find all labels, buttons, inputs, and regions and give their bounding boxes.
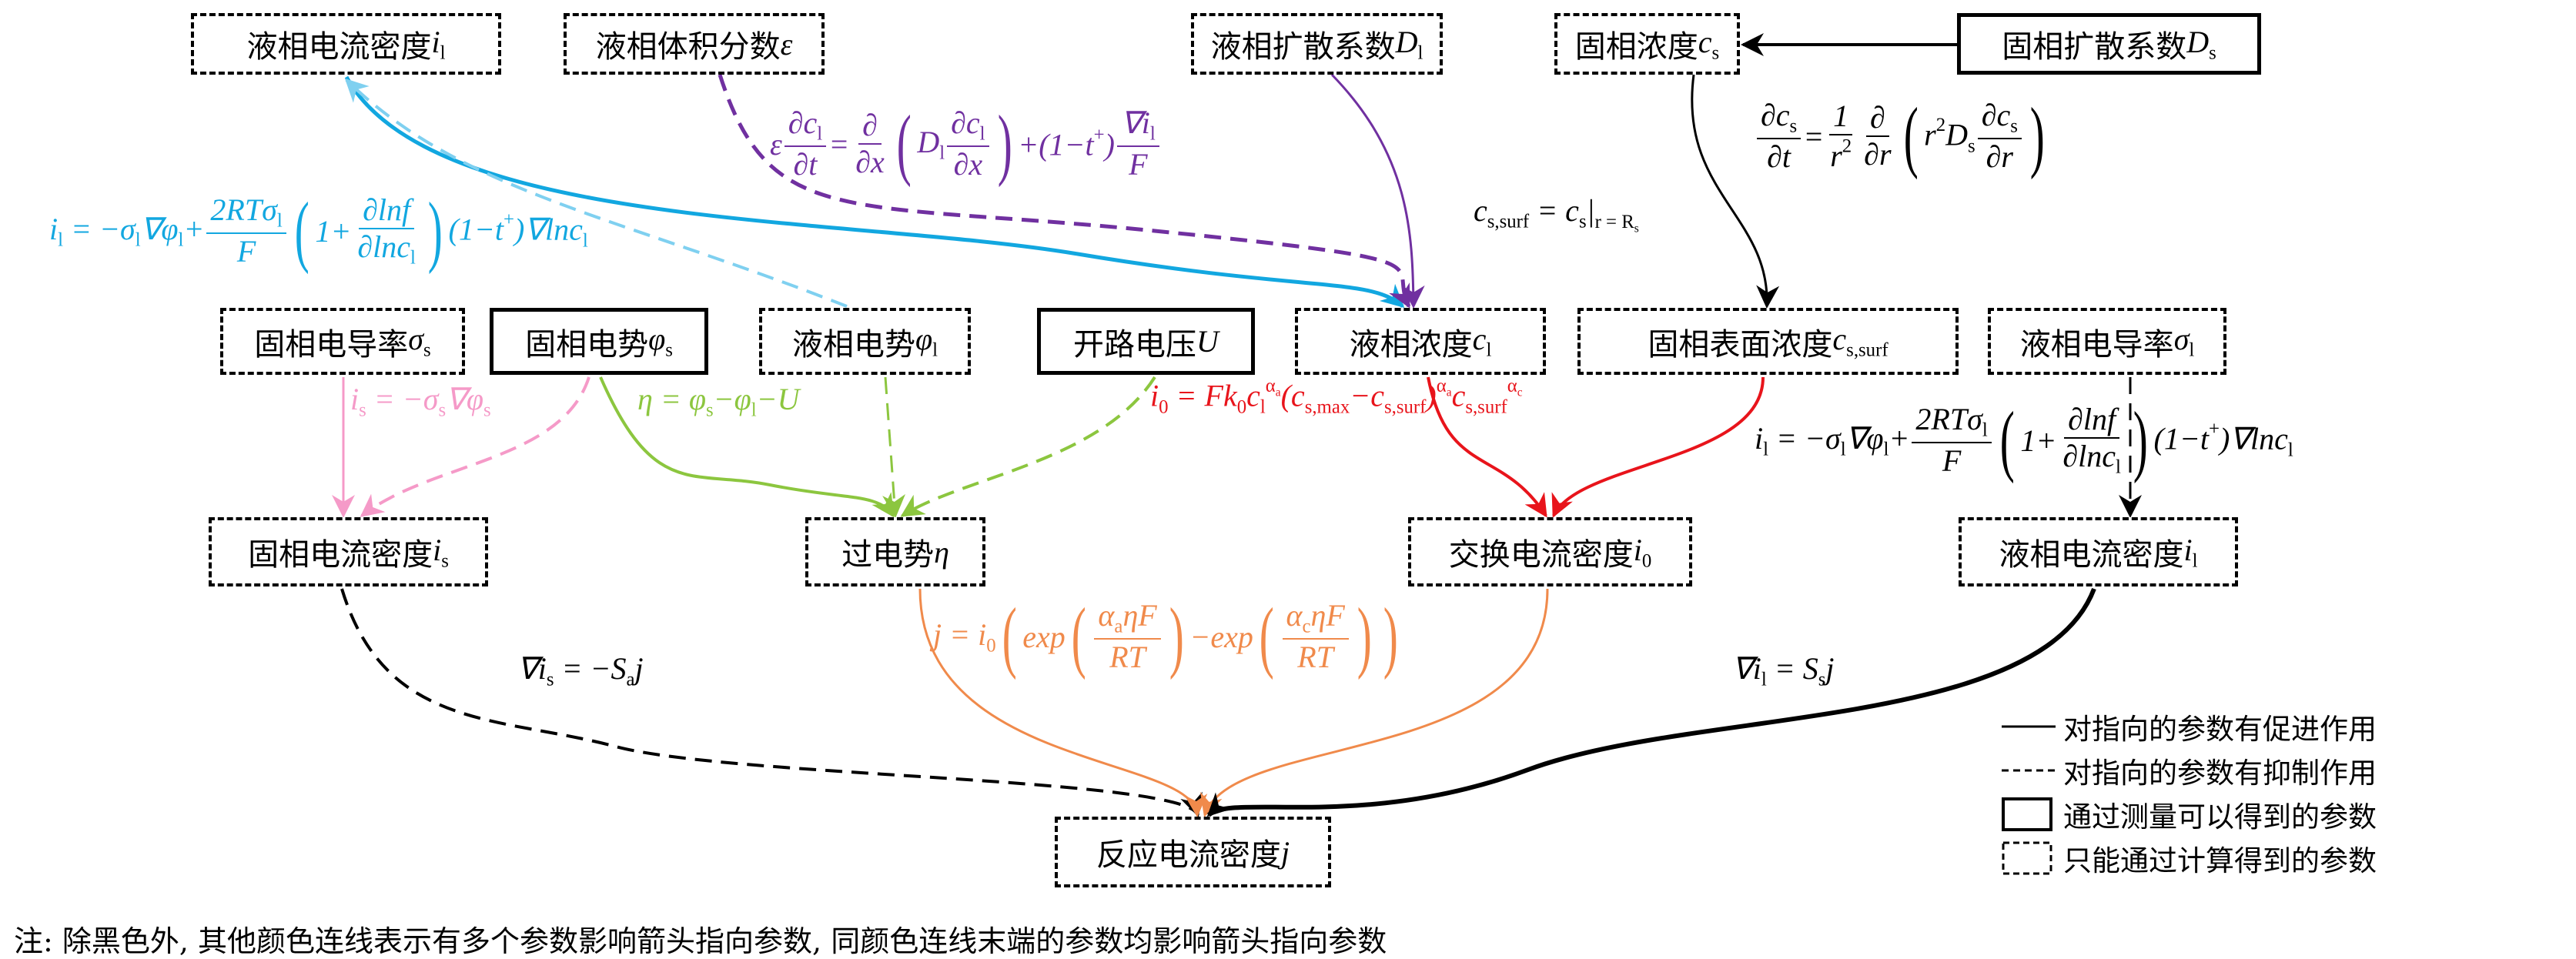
equation-solid-current-gradient: ∇is = −Saj xyxy=(517,651,644,690)
node-variable: cl xyxy=(1472,322,1492,361)
link-pink-phis-to-is xyxy=(360,376,590,517)
footnote: 注: 除黑色外, 其他颜色连线表示有多个参数影响箭头指向参数, 同颜色连线末端的… xyxy=(14,924,1387,958)
equation-reaction-current-orange: j = i0expαaηFRT−expαcηFRT xyxy=(933,596,1404,677)
node-label: 液相电流密度 xyxy=(1999,537,2184,573)
node-variable: φs xyxy=(648,322,673,361)
link-red-cl-to-i0 xyxy=(1427,376,1547,518)
link-green-u-to-eta xyxy=(900,376,1156,517)
link-purple-eps-to-cl xyxy=(718,74,1411,309)
node-variable: η xyxy=(934,534,949,570)
node-label: 反应电流密度 xyxy=(1096,837,1281,873)
node-variable: Ds xyxy=(2186,24,2216,64)
equation-liquid-concentration-purple: ε∂cl∂t=∂∂xDl∂cl∂x+(1−t+)∇ilF xyxy=(770,104,1162,184)
node-variable: ε xyxy=(780,26,793,62)
link-green-phil-to-eta xyxy=(882,376,906,518)
equation-liquid-current-gradient: ∇il = Ssj xyxy=(1732,651,1835,690)
solid-box-icon xyxy=(2002,797,2063,831)
legend-item-inhibit: 对指向的参数有抑制作用 xyxy=(2002,748,2377,792)
node-variable: il xyxy=(431,24,446,64)
node-variable: il xyxy=(2183,532,2198,572)
legend-label: 对指向的参数有抑制作用 xyxy=(2063,756,2377,790)
node-variable: φl xyxy=(915,322,938,361)
node-label: 交换电流密度 xyxy=(1448,537,1634,573)
node-variable: σs xyxy=(408,322,431,361)
link-black-il-to-j xyxy=(1206,587,2096,817)
node-label: 固相表面浓度 xyxy=(1648,326,1833,363)
link-purple-dl-to-cl xyxy=(1330,73,1425,309)
link-green-phis-to-eta xyxy=(599,376,895,518)
equation-overpotential-green: η = φs−φl−U xyxy=(637,382,800,421)
node-label: 过电势 xyxy=(841,537,935,573)
node-variable: cs xyxy=(1698,24,1720,64)
node-variable: σl xyxy=(2173,322,2195,361)
node-label: 固相浓度 xyxy=(1574,29,1698,65)
node-label: 液相体积分数 xyxy=(595,29,781,65)
equation-liquid-current-black: il = −σl∇φl+2RTσlF1+∂lnf∂lncl(1−t+)∇lncl xyxy=(1755,400,2293,480)
solid-line-icon xyxy=(2002,723,2063,730)
link-cyan-light-phil-to-il xyxy=(344,78,848,308)
legend-label: 通过测量可以得到的参数 xyxy=(2063,800,2377,834)
node-label: 固相电流密度 xyxy=(248,537,433,573)
link-orange-i0-to-j xyxy=(1200,588,1549,817)
node-variable: j xyxy=(1280,834,1290,870)
legend-item-calculated: 只能通过计算得到的参数 xyxy=(2002,836,2377,880)
node-label: 固相电导率 xyxy=(254,326,409,363)
dashed-box-icon xyxy=(2002,841,2063,875)
node-variable: U xyxy=(1196,324,1219,359)
node-label: 固相电势 xyxy=(525,326,649,363)
equation-exchange-current-red: i0 = Fk0clαa(cs,max−cs,surf)αacs,surfαc xyxy=(1150,376,1523,418)
equation-liquid-current-cyan: il = −σl∇φl+2RTσlF1+∂lnf∂lncl(1−t+)∇lncl xyxy=(49,191,588,271)
dashed-line-icon xyxy=(2002,767,2063,774)
node-label: 液相电流密度 xyxy=(246,29,432,65)
equation-solid-diffusion: ∂cs∂t=1r2∂∂rr2Ds∂cs∂r xyxy=(1755,96,2051,176)
link-black-cs-to-cssurf xyxy=(1691,74,1780,309)
node-label: 液相浓度 xyxy=(1349,326,1473,363)
link-red-cssurf-to-i0 xyxy=(1551,376,1765,518)
node-variable: Dl xyxy=(1395,24,1423,64)
node-variable: i0 xyxy=(1633,532,1652,572)
equation-surface-concentration: cs,surf = cs|r = Rs xyxy=(1474,193,1639,236)
legend-label: 对指向的参数有促进作用 xyxy=(2063,712,2377,746)
legend-item-measured: 通过测量可以得到的参数 xyxy=(2002,792,2377,836)
node-label: 液相电导率 xyxy=(2019,326,2174,363)
node-variable: is xyxy=(433,532,449,572)
node-label: 液相扩散系数 xyxy=(1210,29,1396,65)
legend-label: 只能通过计算得到的参数 xyxy=(2063,844,2377,877)
link-black-is-to-j xyxy=(340,588,1203,817)
node-label: 液相电势 xyxy=(791,326,915,363)
node-variable: cs,surf xyxy=(1832,322,1889,361)
link-orange-eta-to-j xyxy=(918,588,1208,817)
legend-item-promote: 对指向的参数有促进作用 xyxy=(2002,704,2377,748)
equation-solid-current-pink: is = −σs∇φs xyxy=(350,382,491,421)
node-label: 开路电压 xyxy=(1073,326,1197,363)
legend: 对指向的参数有促进作用 对指向的参数有抑制作用 通过测量可以得到的参数 只能通过… xyxy=(2002,704,2377,880)
node-label: 固相扩散系数 xyxy=(2002,29,2187,65)
